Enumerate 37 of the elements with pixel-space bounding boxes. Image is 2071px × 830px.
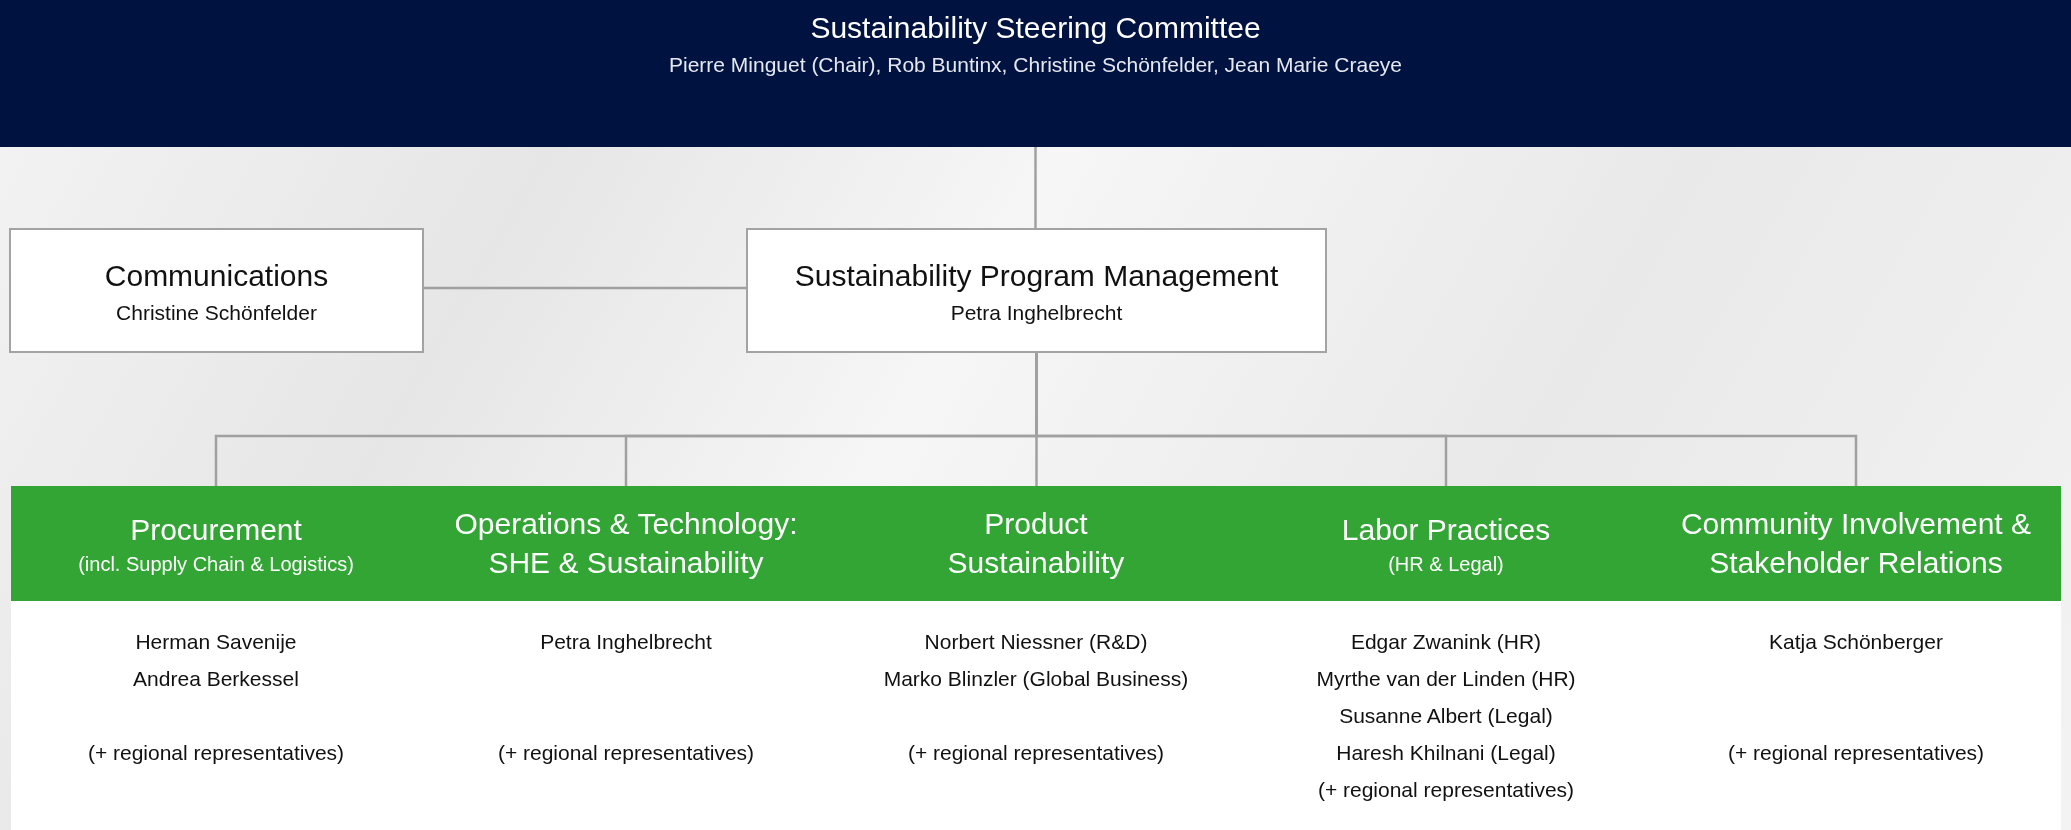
member-name: (+ regional representatives): [1317, 777, 1575, 803]
workstream-subtitle: (HR & Legal): [1388, 553, 1504, 577]
connector-line: [1034, 147, 1037, 228]
workstream-subtitle: (incl. Supply Chain & Logistics): [78, 553, 354, 577]
member-name: Myrthe van der Linden (HR): [1316, 666, 1576, 692]
member-name: Haresh Khilnani (Legal): [1336, 740, 1556, 766]
member-name: Edgar Zwanink (HR): [1350, 629, 1542, 655]
org-box: [9, 228, 424, 353]
connector-line: [424, 286, 746, 290]
member-name: Katja Schönberger: [1769, 629, 1943, 655]
workstream-title: Procurement: [130, 511, 302, 548]
member-panel: [11, 601, 421, 830]
member-name: Susanne Albert (Legal): [1339, 703, 1553, 729]
person-name: Petra Inghelbrecht: [950, 301, 1123, 325]
member-name: (+ regional representatives): [87, 740, 345, 766]
box-title: Sustainability Program Management: [794, 258, 1279, 294]
committee-banner: [0, 0, 2071, 147]
person-name: Christine Schönfelder: [116, 301, 317, 325]
workstream-header: [1651, 486, 2061, 601]
workstream-title: Community Involvement & Stakeholder Relations: [1679, 506, 2033, 581]
workstream-title: Product Sustainability: [946, 506, 1126, 581]
banner-title: Sustainability Steering Committee: [810, 10, 1261, 46]
member-name: Andrea Berkessel: [133, 666, 299, 692]
workstream-header: [11, 486, 421, 601]
member-panel: [1651, 601, 2061, 830]
member-name: (+ regional representatives): [1727, 740, 1985, 766]
box-title: Communications: [104, 258, 329, 294]
workstream-title: Operations & Technology: SHE & Sustainability: [453, 506, 799, 581]
member-name: (+ regional representatives): [907, 740, 1165, 766]
org-box: [746, 228, 1327, 353]
member-name: Norbert Niessner (R&D): [924, 629, 1148, 655]
workstream-title: Labor Practices: [1341, 511, 1551, 548]
member-name: Marko Blinzler (Global Business): [883, 666, 1189, 692]
member-name: Petra Inghelbrecht: [540, 629, 712, 655]
member-name: (+ regional representatives): [497, 740, 755, 766]
member-name: Herman Savenije: [135, 629, 297, 655]
member-names: Pierre Minguet (Chair), Rob Buntinx, Christine Schönfelder, Jean Marie Craeye: [669, 53, 1402, 77]
